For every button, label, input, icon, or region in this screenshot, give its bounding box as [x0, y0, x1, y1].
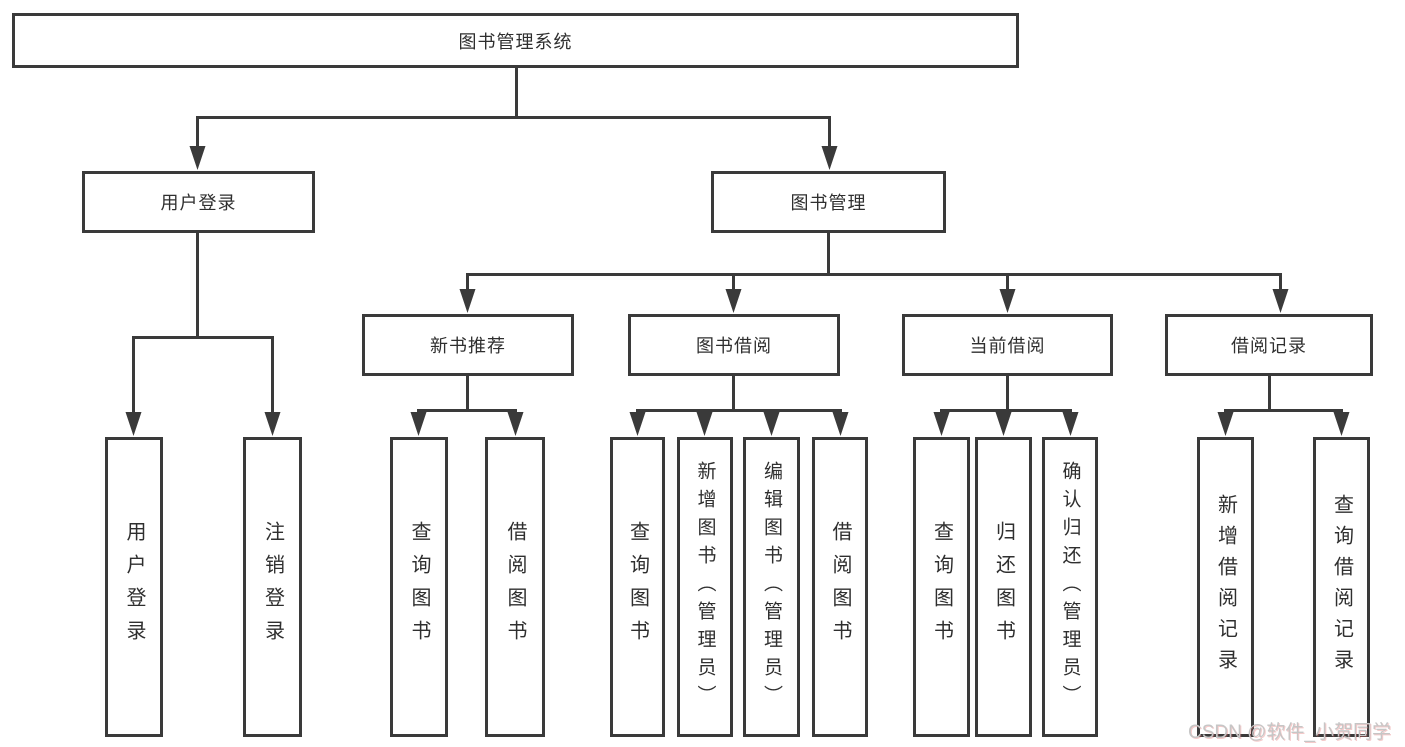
leaf-logout: 注销登录 [243, 437, 302, 737]
leaf-add-book-admin: 新增图书（管理员） [677, 437, 733, 737]
node-current-borrowing: 当前借阅 [902, 314, 1113, 376]
leaf-query-books-recommend: 查询图书 [390, 437, 448, 737]
node-user-login: 用户登录 [82, 171, 315, 233]
leaf-confirm-return-admin: 确认归还（管理员） [1042, 437, 1098, 737]
leaf-return-book: 归还图书 [975, 437, 1032, 737]
leaf-query-borrow-record: 查询借阅记录 [1313, 437, 1370, 737]
leaf-borrow-books-recommend: 借阅图书 [485, 437, 545, 737]
leaf-borrow-books-borrowing: 借阅图书 [812, 437, 868, 737]
leaf-edit-book-admin: 编辑图书（管理员） [743, 437, 800, 737]
node-new-book-recommend: 新书推荐 [362, 314, 574, 376]
leaf-query-books-current: 查询图书 [913, 437, 970, 737]
node-book-management: 图书管理 [711, 171, 946, 233]
node-book-borrowing: 图书借阅 [628, 314, 840, 376]
node-borrowing-records: 借阅记录 [1165, 314, 1373, 376]
leaf-query-books-borrowing: 查询图书 [610, 437, 665, 737]
leaf-user-login: 用户登录 [105, 437, 163, 737]
csdn-watermark: CSDN @软件_小贺同学 [1188, 722, 1391, 743]
node-library-management-system: 图书管理系统 [12, 13, 1019, 68]
leaf-add-borrow-record: 新增借阅记录 [1197, 437, 1254, 737]
